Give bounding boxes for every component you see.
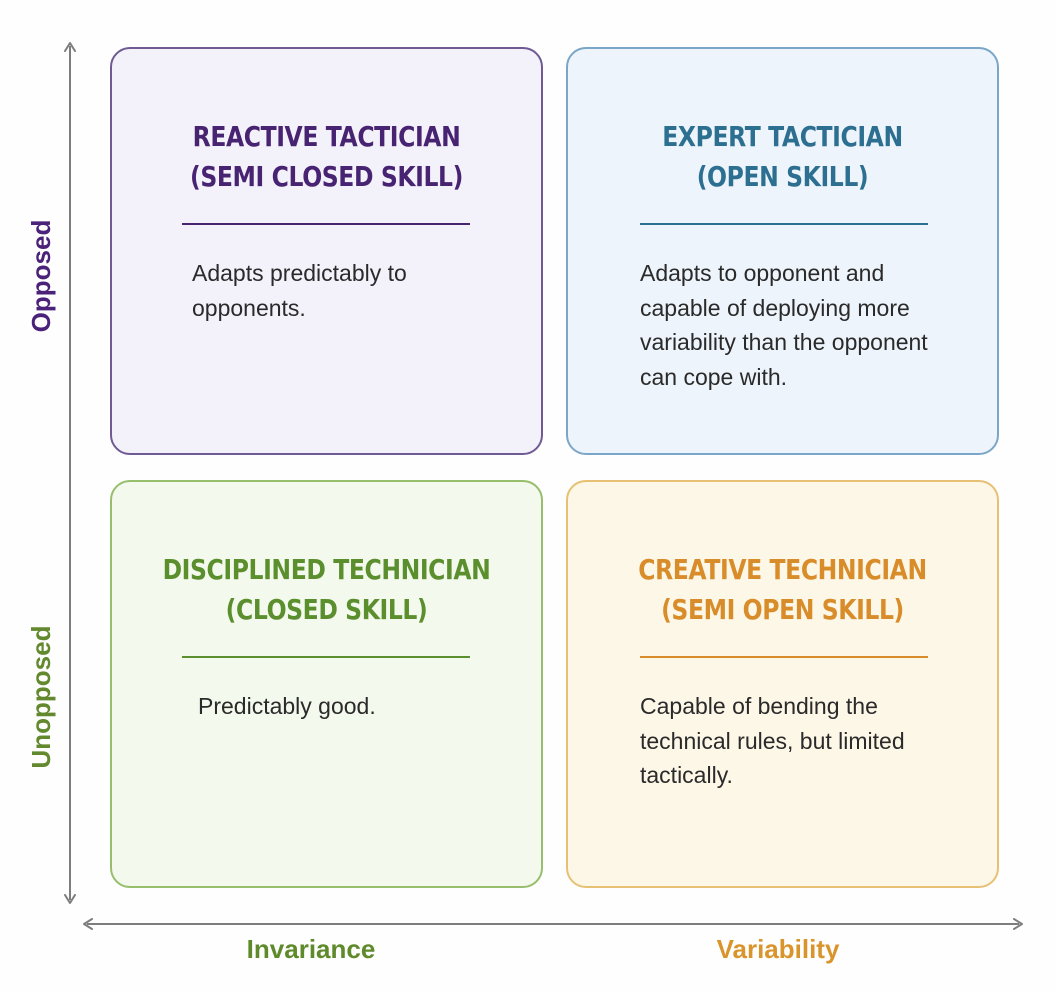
y-axis-label-unopposed: Unopposed <box>26 625 56 769</box>
quadrant-description: Predictably good. <box>198 693 376 719</box>
quadrant-description: Adapts to opponent and capable of deploy… <box>640 260 928 390</box>
quadrant-expert-tactician: EXPERT TACTICIAN (OPEN SKILL) Adapts to … <box>566 47 999 455</box>
quadrant-divider <box>182 656 470 658</box>
quadrant-divider <box>182 223 470 225</box>
quadrant-reactive-tactician: REACTIVE TACTICIAN (SEMI CLOSED SKILL) A… <box>110 47 543 455</box>
y-axis-label-opposed: Opposed <box>26 219 56 333</box>
x-axis-label-invariance: Invariance <box>246 934 376 964</box>
quadrant-description: Capable of bending the technical rules, … <box>640 693 905 788</box>
quadrant-description: Adapts predictably to opponents. <box>192 260 407 321</box>
quadrant-title: EXPERT TACTICIAN (OPEN SKILL) <box>662 120 903 193</box>
quadrant-creative-technician: CREATIVE TECHNICIAN (SEMI OPEN SKILL) Ca… <box>566 480 999 888</box>
quadrant-title: DISCIPLINED TECHNICIAN (CLOSED SKILL) <box>162 553 491 626</box>
quadrant-divider <box>640 223 928 225</box>
quadrant-disciplined-technician: DISCIPLINED TECHNICIAN (CLOSED SKILL) Pr… <box>110 480 543 888</box>
quadrant-title: CREATIVE TECHNICIAN (SEMI OPEN SKILL) <box>638 553 927 626</box>
quadrant-divider <box>640 656 928 658</box>
quadrant-title: REACTIVE TACTICIAN (SEMI CLOSED SKILL) <box>190 120 463 193</box>
x-axis-label-variability: Variability <box>716 934 840 964</box>
